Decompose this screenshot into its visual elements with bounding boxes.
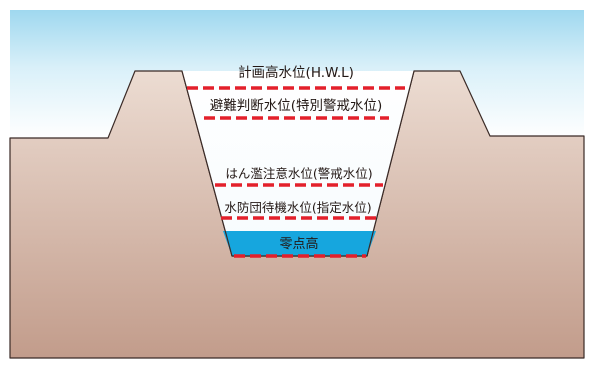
standby-label: 水防団待機水位(指定水位) [224, 200, 371, 215]
water-body [223, 231, 376, 256]
flood-caution-label: はん濫注意水位(警戒水位) [225, 166, 372, 181]
zero-label: 零点高 [279, 236, 318, 252]
level-lines [187, 86, 405, 258]
hwl-label: 計画高水位(H.W.L) [238, 64, 354, 81]
evacuation-label: 避難判断水位(特別警戒水位) [210, 98, 383, 114]
